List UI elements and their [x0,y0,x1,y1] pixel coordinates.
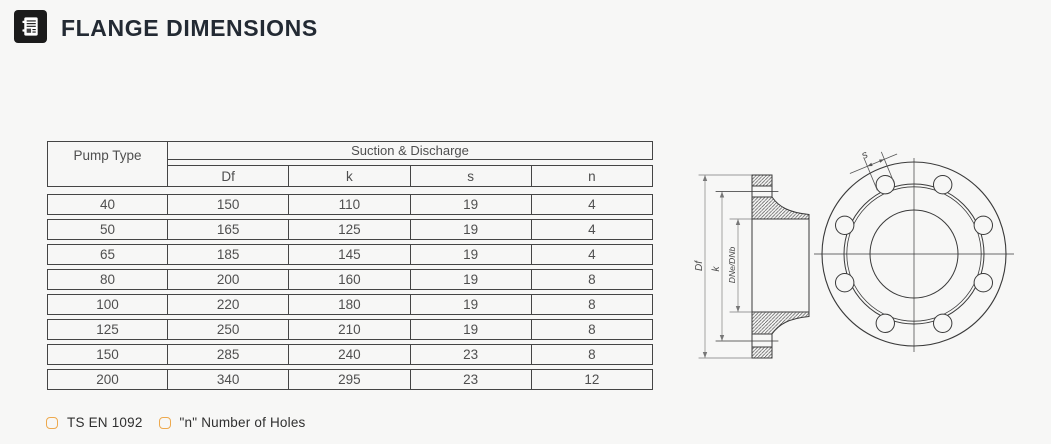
notebook-icon-glyph [22,17,38,36]
table-cell: 19 [409,244,532,265]
column-header-s: s [409,165,532,187]
table-cell: 340 [167,369,290,390]
table-cell: 125 [47,319,168,340]
column-header-pump-type: Pump Type [47,141,168,187]
table-cell: 200 [167,269,290,290]
table-cell: 185 [167,244,290,265]
sub-header-row: Df k s n [167,165,653,187]
table-cell: 23 [409,369,532,390]
dimension-arrows [702,175,741,358]
table-cell: 12 [530,369,653,390]
footnote-standard: TS EN 1092 [46,415,143,430]
bolt-holes [835,175,993,333]
page-title: FLANGE DIMENSIONS [61,15,318,41]
column-group-header-suction-discharge: Suction & Discharge [167,141,653,160]
flange-dimensions-table: Pump Type Suction & Discharge Df k s n 4… [47,141,653,390]
table-cell: 19 [409,294,532,315]
footnote-label: "n" Number of Holes [179,415,306,430]
table-cell: 165 [167,219,290,240]
table-cell: 295 [288,369,411,390]
table-cell: 125 [288,219,411,240]
dim-label-dne-dnb: DNe/DNb [727,247,737,284]
table-cell: 65 [47,244,168,265]
table-cell: 250 [167,319,290,340]
flange-front-view: s [814,148,1014,352]
table-cell: 19 [409,219,532,240]
table-cell: 19 [409,269,532,290]
table-cell: 150 [47,344,168,365]
column-header-df: Df [167,165,290,187]
table-cell: 160 [288,269,411,290]
dim-label-k: k [711,266,722,272]
table-cell: 100 [47,294,168,315]
table-cell: 19 [409,194,532,215]
table-cell: 4 [530,219,653,240]
flange-technical-drawing: Df k DNe/DNb [694,148,1014,359]
table-cell: 40 [47,194,168,215]
table-cell: 240 [288,344,411,365]
table-cell: 4 [530,194,653,215]
dim-label-df: Df [694,260,705,271]
table-cell: 150 [167,194,290,215]
table-cell: 8 [530,319,653,340]
column-header-n: n [530,165,653,187]
table-cell: 220 [167,294,290,315]
table-cell: 110 [288,194,411,215]
footnote-label: TS EN 1092 [67,415,143,430]
table-cell: 50 [47,219,168,240]
dim-label-s: s [860,148,870,161]
table-cell: 180 [288,294,411,315]
table-cell: 210 [288,319,411,340]
table-cell: 8 [530,269,653,290]
orange-marker-icon [158,416,171,429]
table-cell: 19 [409,319,532,340]
table-cell: 8 [530,294,653,315]
table-cell: 145 [288,244,411,265]
table-cell: 200 [47,369,168,390]
column-header-k: k [288,165,411,187]
table-cell: 23 [409,344,532,365]
flange-section-view: Df k DNe/DNb [694,174,810,359]
table-cell: 4 [530,244,653,265]
footnotes: TS EN 1092 "n" Number of Holes [46,415,321,430]
table-cell: 80 [47,269,168,290]
orange-marker-icon [46,416,58,429]
s-dimension: s [849,148,898,191]
footnote-holes: "n" Number of Holes [158,415,306,430]
notebook-icon [14,10,47,43]
table-header: Pump Type Suction & Discharge Df k s n [47,141,653,187]
table-cell: 8 [530,344,653,365]
table-cell: 285 [167,344,290,365]
